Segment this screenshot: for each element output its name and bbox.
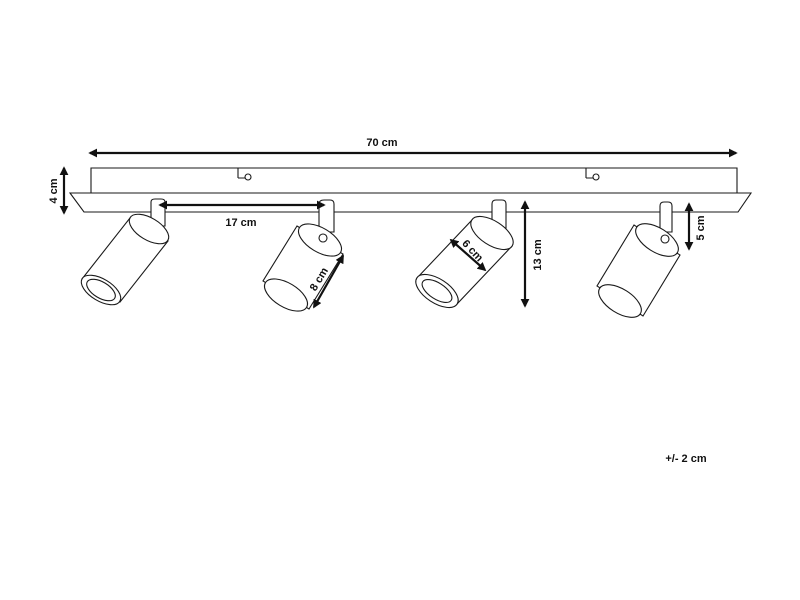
spotlight-4 <box>596 201 681 318</box>
dimension-total-width: 70 cm <box>88 137 738 158</box>
tolerance-note: +/- 2 cm <box>665 453 706 465</box>
dimension-spot-spacing: 17 cm <box>158 200 326 229</box>
spotlight-1 <box>80 198 170 306</box>
spot-spacing-label: 17 cm <box>225 217 256 229</box>
total-height-label: 13 cm <box>532 239 544 270</box>
base-height-label: 4 cm <box>48 178 60 203</box>
spotlight-2 <box>262 199 344 312</box>
dimension-total-height: 13 cm <box>520 200 544 308</box>
arm-height-label: 5 cm <box>695 215 707 240</box>
spotlight-3 <box>415 199 514 309</box>
dimension-base-height: 4 cm <box>48 166 69 215</box>
total-width-label: 70 cm <box>366 137 397 149</box>
dimension-arm-height: 5 cm <box>684 202 707 251</box>
